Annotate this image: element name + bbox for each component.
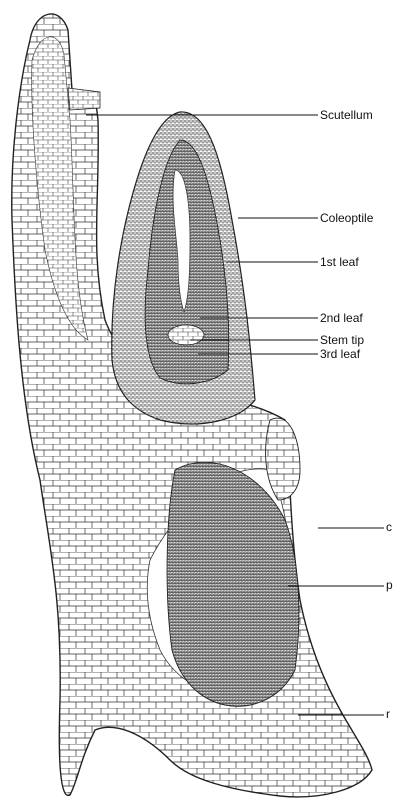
label-scutellum: Scutellum [320, 108, 373, 122]
label-second-leaf: 2nd leaf [320, 311, 363, 325]
scutellum-notch [68, 88, 100, 110]
label-third-leaf: 3rd leaf [320, 347, 360, 361]
label-first-leaf: 1st leaf [320, 255, 359, 269]
label-p: p [386, 578, 393, 592]
label-coleoptile: Coleoptile [320, 211, 373, 225]
label-stem-tip: Stem tip [320, 333, 364, 347]
stem-tip [168, 325, 204, 345]
label-r: r [386, 707, 390, 721]
label-c: c [386, 520, 392, 534]
